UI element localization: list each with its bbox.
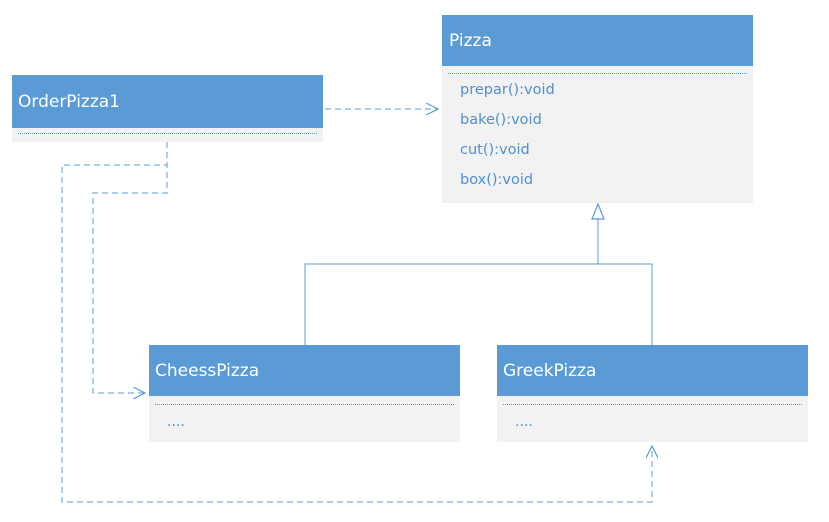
method-prepar: prepar():void xyxy=(460,82,555,98)
class-cheesspizza-body: .... xyxy=(167,414,185,430)
class-pizza-separator xyxy=(448,73,747,74)
inheritance-triangle-icon xyxy=(591,202,605,220)
class-pizza[interactable]: Pizza prepar():void bake():void cut():vo… xyxy=(442,15,753,203)
class-greekpizza[interactable]: GreekPizza .... xyxy=(497,345,808,442)
class-orderpizza1-name: OrderPizza1 xyxy=(12,75,323,128)
method-bake: bake():void xyxy=(460,112,542,128)
inheritance-cheesspizza-line xyxy=(304,263,598,345)
inheritance-greekpizza-line xyxy=(598,263,653,345)
class-pizza-methods: prepar():void bake():void cut():void box… xyxy=(442,74,753,195)
class-cheesspizza-name: CheessPizza xyxy=(149,345,460,396)
class-pizza-name: Pizza xyxy=(442,15,753,66)
method-cut: cut():void xyxy=(460,142,530,158)
class-cheesspizza-separator xyxy=(155,404,454,405)
class-greekpizza-name: GreekPizza xyxy=(497,345,808,396)
class-orderpizza1-separator xyxy=(18,133,317,134)
method-box: box():void xyxy=(460,172,534,188)
class-orderpizza1[interactable]: OrderPizza1 xyxy=(12,75,323,142)
class-greekpizza-body: .... xyxy=(515,414,533,430)
class-cheesspizza[interactable]: CheessPizza .... xyxy=(149,345,460,442)
class-greekpizza-separator xyxy=(503,404,802,405)
